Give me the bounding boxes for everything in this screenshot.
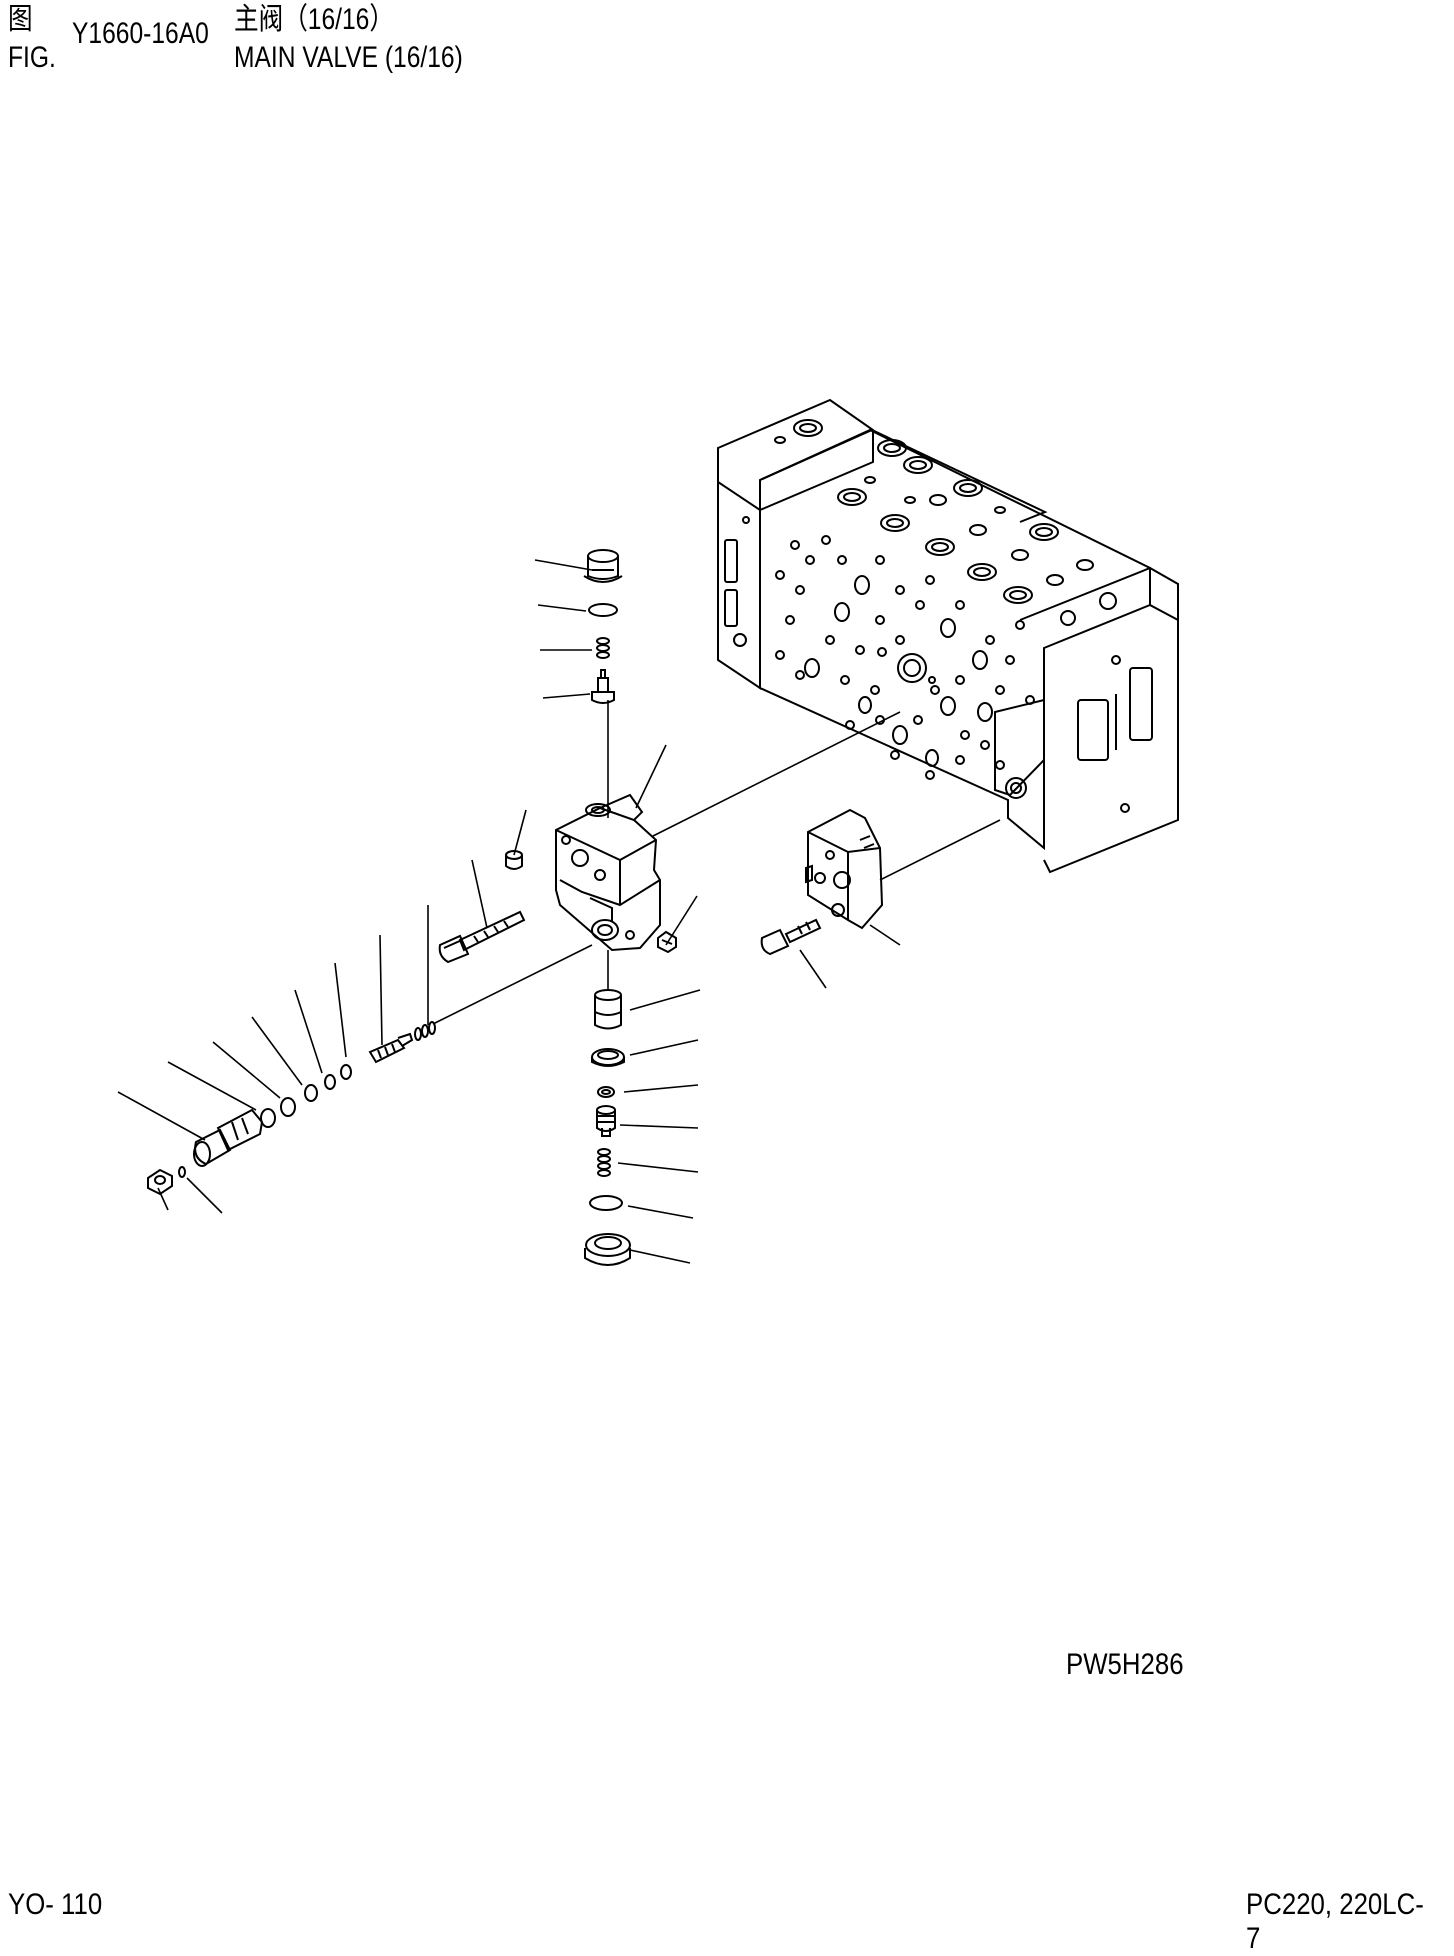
upper-stack-parts — [584, 550, 622, 703]
side-valve-block — [806, 810, 882, 928]
spring-diagonal — [415, 1022, 435, 1040]
valve-sleeve — [595, 990, 621, 1029]
adjust-screw — [370, 1034, 412, 1062]
o-ring-diag-3 — [305, 1085, 317, 1101]
plug-top — [584, 550, 622, 582]
long-bolt-center — [440, 912, 524, 962]
o-ring-top — [589, 604, 617, 616]
o-ring-diag-1 — [341, 1065, 351, 1079]
valve-spool — [597, 1106, 615, 1136]
small-plug-right — [658, 932, 676, 952]
assembly-guide-lines — [433, 700, 1000, 1024]
valve-top-ports — [775, 420, 1093, 603]
small-plug-left — [506, 851, 522, 869]
lower-stack-parts — [585, 990, 630, 1265]
drawing-code: PW5H286 — [1066, 1648, 1184, 1681]
o-ring-lower — [590, 1196, 622, 1210]
valve-front-holes — [776, 536, 1034, 779]
poppet-top — [592, 670, 614, 703]
figure-title-en: MAIN VALVE (16/16) — [234, 41, 463, 74]
auxiliary-valve-block — [556, 795, 660, 950]
machine-model: PC220, 220LC-7 — [1246, 1888, 1424, 1955]
valve-body-front-face — [760, 430, 1150, 848]
bolt-right — [762, 920, 820, 954]
page-number: YO- 110 — [8, 1888, 103, 1921]
figure-prefix-zh: 图 — [8, 3, 33, 36]
small-o-ring-bottom — [179, 1167, 185, 1177]
o-ring-diag-2 — [325, 1075, 335, 1089]
callout-leader-lines — [118, 560, 900, 1263]
figure-title-zh: 主阀（16/16） — [234, 3, 394, 36]
relief-valve-cap — [194, 1110, 262, 1166]
lock-nut — [148, 1170, 172, 1194]
figure-code: Y1660-16A0 — [72, 17, 209, 50]
small-washer — [598, 1087, 614, 1097]
main-valve-body — [718, 400, 1178, 872]
o-ring-diag-4 — [281, 1098, 295, 1116]
o-ring-diag-5 — [261, 1109, 275, 1127]
spring-lower — [598, 1149, 610, 1176]
left-diagonal-stack — [148, 1022, 435, 1194]
seal-ring — [592, 1049, 624, 1066]
plug-bottom — [585, 1234, 630, 1265]
spring-top — [597, 638, 609, 658]
figure-prefix-en: FIG. — [8, 41, 56, 74]
